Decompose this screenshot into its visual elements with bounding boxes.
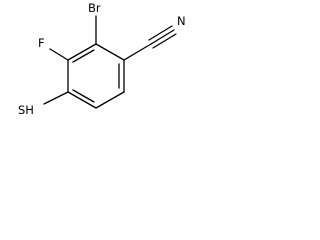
chemical-structure-diagram: N Br F SH <box>18 1 186 117</box>
bromine-label: Br <box>88 1 101 15</box>
ring-bond-c5-c6 <box>95 91 125 109</box>
ring-bond-c4-c5 <box>67 91 97 109</box>
bromine-substituent: Br <box>88 1 101 45</box>
fluorine-label: F <box>38 36 45 50</box>
thiol-label: SH <box>18 103 34 117</box>
fluorine-substituent: F <box>38 36 69 61</box>
nitrile-single-bond <box>123 43 152 61</box>
nitrile-triple-bond-center <box>150 29 175 45</box>
thiol-substituent: SH <box>18 91 69 117</box>
aromatic-inner-bond-c4-c5 <box>72 89 95 103</box>
fluorine-bond <box>49 48 69 61</box>
aromatic-inner-bond-c2-c3 <box>72 49 95 63</box>
benzene-ring <box>67 43 125 109</box>
nitrile-nitrogen-label: N <box>177 14 186 28</box>
nitrile-triple-bond-lower <box>152 33 177 49</box>
ring-bond-c2-c3 <box>67 43 97 61</box>
ring-bond-c1-c2 <box>95 43 125 61</box>
thiol-bond <box>43 91 69 105</box>
nitrile-group: N <box>123 14 186 61</box>
nitrile-triple-bond-upper <box>148 25 173 41</box>
